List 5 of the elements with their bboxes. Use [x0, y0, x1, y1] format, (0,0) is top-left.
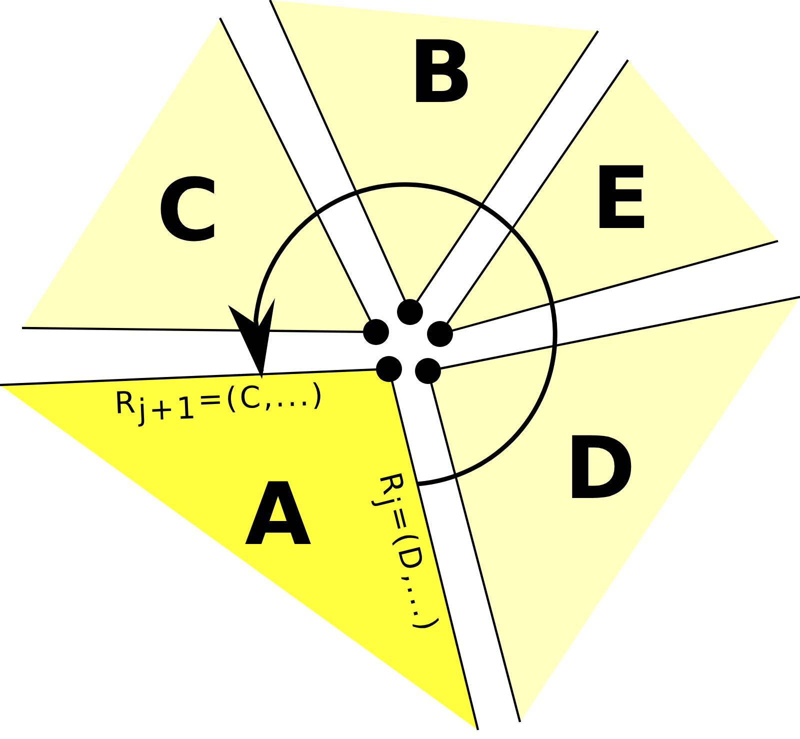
region-letter: E	[592, 156, 650, 242]
region-letter: D	[564, 426, 636, 512]
region-letter: A	[244, 472, 312, 558]
region-letter: C	[156, 168, 220, 254]
region-letter: B	[408, 30, 474, 116]
